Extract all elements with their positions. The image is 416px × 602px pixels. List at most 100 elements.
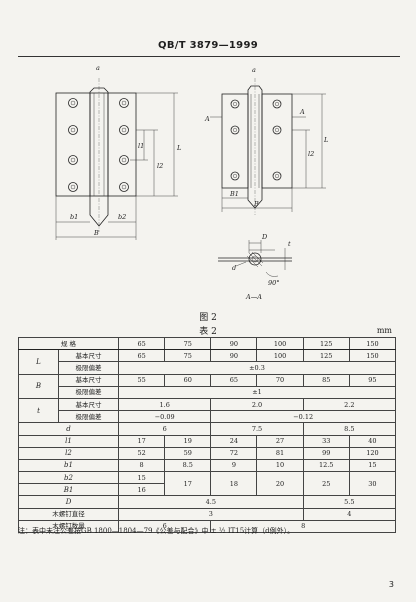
cell: 52 [118, 446, 166, 460]
cell: 95 [348, 373, 397, 387]
table-row: l1 17 19 24 27 33 40 [17, 434, 397, 448]
table-row: d 6 7.5 8.5 [17, 422, 397, 436]
table-header-row: 规 格 65 75 90 100 125 150 [17, 336, 397, 351]
table-row: B 基本尺寸 55 60 65 70 85 95 [18, 373, 397, 399]
header-size: 100 [256, 336, 304, 351]
cell: 3 [118, 507, 304, 521]
table-row: b1 8 8.5 9 10 12.5 15 [17, 458, 397, 473]
cell: 4.5 [118, 495, 304, 509]
hinge-drawing: a L l2 l1 b1 b2 B a A A L l2 [55, 64, 328, 301]
cell: 59 [164, 446, 212, 460]
cell: −0.12 [210, 410, 396, 424]
dim-label-L-right: L [323, 136, 328, 144]
row-label-b1: b1 [17, 458, 120, 473]
cell: 72 [210, 446, 258, 460]
dim-label-B1: B1 [229, 190, 239, 198]
cell: 17 [164, 471, 212, 497]
cell: 65 [118, 349, 166, 363]
sub-label: 基本尺寸 [57, 373, 120, 387]
cell: 55 [118, 373, 166, 387]
dim-label-D: D [261, 233, 268, 241]
header-size: 65 [118, 336, 166, 351]
header-rule [18, 56, 400, 57]
table-unit: mm [376, 326, 392, 335]
row-label-t: t [18, 397, 59, 424]
left-hinge-holes [68, 98, 129, 192]
section-mark-a1: A [204, 115, 210, 123]
cell: 120 [348, 446, 397, 460]
cell: 7.5 [210, 422, 304, 436]
row-label-B: B [18, 373, 59, 399]
row-label-L: L [18, 349, 59, 375]
row-label-B1: B1 [17, 483, 120, 497]
cell: 90 [210, 349, 258, 363]
cell: 8 [118, 458, 166, 473]
row-label-screw-count: 木螺钉数量 [17, 519, 120, 534]
cell: 17 [118, 434, 166, 448]
row-label-screw-diameter: 木螺钉直径 [17, 507, 120, 521]
header-size: 90 [210, 336, 258, 351]
cell: 81 [256, 446, 304, 460]
dim-label-l2-right: l2 [308, 150, 314, 158]
cell: 2.0 [210, 397, 304, 412]
cell: 70 [256, 373, 304, 387]
cell: 10 [256, 458, 304, 473]
header-param: 规 格 [17, 336, 120, 351]
cell: 25 [302, 471, 350, 497]
row-label-d: d [17, 422, 120, 436]
left-hinge-view [55, 78, 178, 240]
cell: 40 [348, 434, 397, 448]
table-row: 极限偏差 ±1 [19, 385, 396, 399]
section-label: A—A [245, 293, 262, 301]
cell: 6 [118, 519, 212, 534]
table-row: l2 52 59 72 81 99 120 [17, 446, 397, 460]
dim-label-b1: b1 [70, 213, 78, 221]
section-mark-a2: A [299, 108, 305, 116]
cell: 6 [118, 422, 212, 436]
angle-label: 90° [268, 279, 280, 287]
cell: 18 [210, 471, 258, 497]
row-label-l1: l1 [17, 434, 120, 448]
cell: 99 [302, 446, 350, 460]
cell: 8 [210, 519, 396, 534]
cell: 5.5 [302, 495, 397, 509]
axis-label-right: a [252, 66, 256, 74]
hinge-spec-table: 规 格 65 75 90 100 125 150 L 基本尺寸 65 75 90… [17, 336, 397, 534]
sub-label: 基本尺寸 [57, 397, 120, 412]
cell: ±0.3 [118, 361, 396, 375]
table-row: D 4.5 5.5 [17, 495, 397, 509]
row-label-D: D [17, 495, 120, 509]
table-row: L 基本尺寸 65 75 90 100 125 150 [18, 349, 397, 375]
cell: 15 [118, 471, 166, 485]
cell: ±1 [118, 385, 396, 399]
table-row: 极限偏差 ±0.3 [19, 361, 396, 375]
header-size: 150 [348, 336, 397, 351]
sub-label: 极限偏差 [57, 361, 120, 375]
axis-label-left: a [96, 64, 100, 72]
dim-label-t: t [288, 240, 291, 248]
dim-label-d: d [232, 264, 236, 272]
cell: 8.5 [302, 422, 397, 436]
cell: 27 [256, 434, 304, 448]
cell: 60 [164, 373, 212, 387]
cell: 12.5 [302, 458, 350, 473]
table-note: 注：表中未注公差按GB 1800—1804—79《公差与配合》中 ± ½ IT1… [18, 527, 295, 535]
table-row: 木螺钉数量 6 8 [17, 519, 396, 534]
table-row: t 基本尺寸 1.6 2.0 2.2 [18, 397, 397, 424]
page-number: 3 [388, 580, 394, 589]
sub-label: 极限偏差 [57, 385, 120, 399]
sub-label: 极限偏差 [57, 410, 120, 424]
dim-label-B: B [93, 229, 99, 237]
cell: 85 [302, 373, 350, 387]
cell: 8.5 [164, 458, 212, 473]
cell: −0.09 [118, 410, 212, 424]
table-row: 木螺钉直径 3 4 [17, 507, 397, 521]
cell: 9 [210, 458, 258, 473]
cell: 4 [302, 507, 397, 521]
dim-label-L: L [176, 144, 181, 152]
dim-label-b2: b2 [118, 213, 126, 221]
row-label-b2: b2 [17, 471, 120, 485]
table-caption: 表 2 [199, 327, 217, 337]
cell: 1.6 [118, 397, 212, 412]
cell: 2.2 [302, 397, 397, 412]
